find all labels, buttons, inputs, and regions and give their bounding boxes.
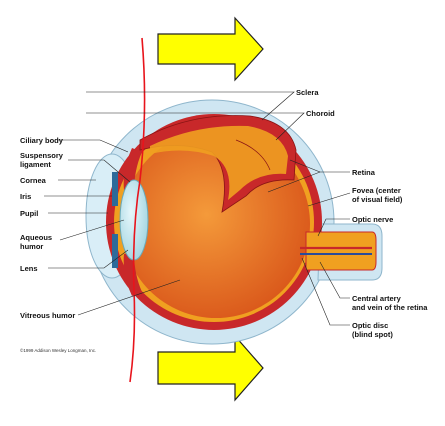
label-cornea: Cornea — [20, 176, 47, 185]
label-suspensory-1: Suspensory — [20, 151, 64, 160]
label-lens: Lens — [20, 264, 38, 273]
iris-lower — [112, 234, 118, 268]
label-fovea-2: of visual field) — [352, 195, 403, 204]
label-sclera: Sclera — [296, 88, 319, 97]
label-optic-nerve: Optic nerve — [352, 215, 393, 224]
label-aqueous-2: humor — [20, 242, 43, 251]
label-aqueous-1: Aqueous — [20, 233, 52, 242]
label-disc-1: Optic disc — [352, 321, 388, 330]
label-pupil: Pupil — [20, 209, 38, 218]
label-artery-1: Central artery — [352, 294, 402, 303]
cutaway-vessel — [235, 139, 271, 171]
label-ciliary-body: Ciliary body — [20, 136, 64, 145]
label-iris: Iris — [20, 192, 31, 201]
bottom-arrow — [157, 334, 264, 402]
cutaway-retina — [150, 125, 288, 200]
top-arrow — [157, 16, 264, 82]
ciliary-body-shape — [123, 148, 142, 192]
red-annotation-line — [129, 37, 146, 383]
label-artery-2: and vein of the retina — [352, 303, 428, 312]
label-suspensory-2: ligament — [20, 160, 51, 169]
label-retina: Retina — [352, 168, 376, 177]
leader-lines — [44, 91, 351, 326]
label-fovea-1: Fovea (center — [352, 186, 401, 195]
label-disc-2: (blind spot) — [352, 330, 393, 339]
copyright-text: ©1999 Addison Wesley Longman, Inc. — [20, 347, 96, 353]
label-vitreous: Vitreous humor — [20, 311, 75, 320]
iris-shape — [112, 172, 118, 206]
label-choroid: Choroid — [306, 109, 335, 118]
optic-nerve-shape — [300, 231, 377, 271]
ciliary-body-lower — [123, 252, 142, 296]
